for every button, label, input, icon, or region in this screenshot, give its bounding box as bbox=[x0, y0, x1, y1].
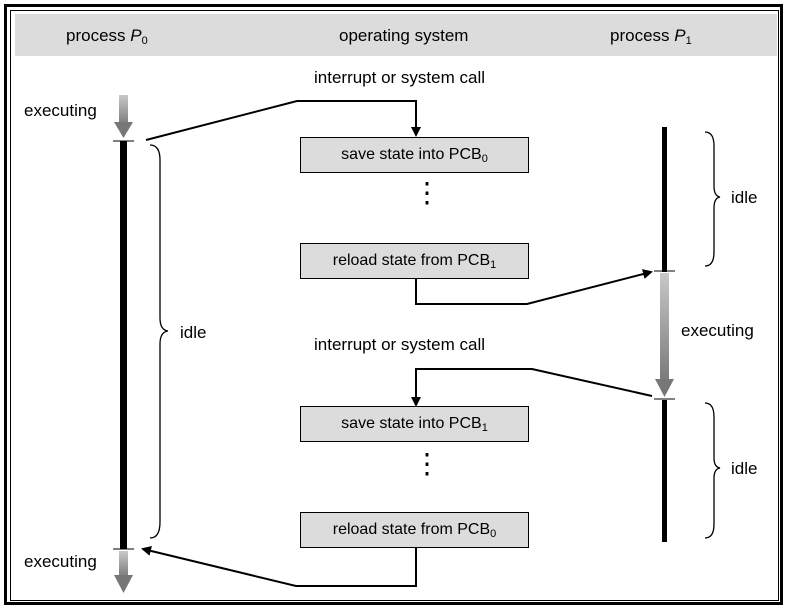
header-band bbox=[15, 14, 777, 56]
p1-idle-brace-bottom bbox=[704, 402, 721, 539]
p1-idle-bar-top bbox=[662, 127, 667, 272]
header-p0-letter: P bbox=[130, 26, 142, 45]
ellipsis-dots-bottom: ⋮ bbox=[413, 448, 441, 479]
box-reload-pcb0-text: reload state from PCB bbox=[332, 521, 491, 538]
box-reload-pcb1-sub: 1 bbox=[490, 259, 497, 271]
box-reload-state-pcb1: reload state from PCB1 bbox=[300, 243, 529, 279]
box-save-state-pcb1: save state into PCB1 bbox=[300, 406, 529, 442]
box-save-pcb1-text: save state into PCB bbox=[341, 415, 482, 432]
p1-idle-label-top: idle bbox=[731, 188, 758, 207]
header-process-p1: process P1 bbox=[610, 26, 692, 47]
p1-idle-brace-top bbox=[704, 131, 721, 267]
p1-idle-bar-bottom bbox=[662, 400, 667, 542]
diagram-panel bbox=[10, 10, 779, 601]
arrow-os-to-p1 bbox=[415, 269, 653, 305]
header-p1-sub: 1 bbox=[685, 35, 692, 47]
p0-idle-bar bbox=[120, 141, 127, 549]
p1-executing-arrow bbox=[655, 273, 674, 397]
header-p1-letter: P bbox=[674, 26, 686, 45]
p1-idle-label-bottom: idle bbox=[731, 459, 758, 478]
interrupt-label-top: interrupt or system call bbox=[314, 68, 485, 87]
header-p0-sub: 0 bbox=[141, 35, 148, 47]
p0-executing-label-bottom: executing bbox=[24, 552, 97, 571]
box-reload-state-pcb0: reload state from PCB0 bbox=[300, 512, 529, 548]
arrow-p0-to-os bbox=[145, 100, 421, 141]
header-p1-text: process bbox=[610, 26, 675, 45]
box-save-pcb1-sub: 1 bbox=[481, 422, 488, 434]
header-operating-system: operating system bbox=[339, 26, 469, 45]
interrupt-label-mid: interrupt or system call bbox=[314, 335, 485, 354]
box-reload-pcb0-sub: 0 bbox=[490, 528, 497, 540]
header-process-p0: process P0 bbox=[66, 26, 148, 47]
p0-executing-bottom-arrow bbox=[114, 551, 133, 593]
arrow-p1-to-os bbox=[411, 368, 653, 407]
box-save-pcb0-text: save state into PCB bbox=[341, 146, 482, 163]
p0-idle-label: idle bbox=[180, 323, 207, 342]
p0-idle-brace bbox=[149, 144, 169, 539]
p0-executing-label-top: executing bbox=[24, 101, 97, 120]
header-p0-text: process bbox=[66, 26, 131, 45]
p0-executing-top-arrow bbox=[114, 95, 133, 138]
box-reload-pcb1-text: reload state from PCB bbox=[332, 252, 491, 269]
p1-executing-label: executing bbox=[681, 321, 754, 340]
box-save-state-pcb0: save state into PCB0 bbox=[300, 137, 529, 173]
diagram-frame bbox=[4, 4, 783, 605]
ellipsis-dots-top: ⋮ bbox=[413, 177, 441, 208]
box-save-pcb0-sub: 0 bbox=[481, 153, 488, 165]
arrow-os-to-p0 bbox=[141, 546, 417, 587]
